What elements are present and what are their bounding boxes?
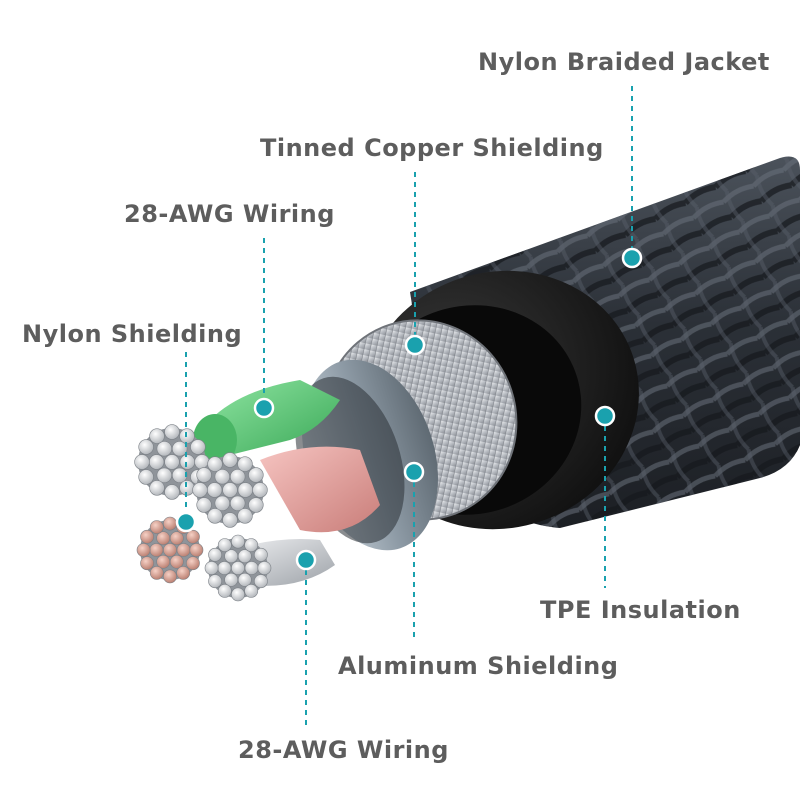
strand-bundle-middle bbox=[192, 452, 268, 528]
callout-dots bbox=[175, 247, 643, 571]
strand-bundle-bottom bbox=[204, 534, 272, 602]
label-28awg-wiring-bottom: 28-AWG Wiring bbox=[238, 736, 449, 764]
callout-dot-tinned-copper-shielding bbox=[404, 334, 426, 356]
label-28awg-wiring-top: 28-AWG Wiring bbox=[124, 200, 335, 228]
callout-lines bbox=[185, 86, 633, 728]
callout-dot-aluminum-shielding bbox=[403, 461, 425, 483]
label-nylon-braided-jacket: Nylon Braided Jacket bbox=[478, 48, 770, 76]
callout-dot-28awg-wiring-top bbox=[253, 397, 275, 419]
callout-dot-nylon-braided-jacket bbox=[621, 247, 643, 269]
label-aluminum-shielding: Aluminum Shielding bbox=[338, 652, 619, 680]
strand-bundle-top-left bbox=[134, 424, 210, 500]
callout-dot-nylon-shielding bbox=[175, 511, 197, 533]
label-nylon-shielding: Nylon Shielding bbox=[22, 320, 243, 348]
callout-dot-tpe-insulation bbox=[594, 405, 616, 427]
label-tpe-insulation: TPE Insulation bbox=[540, 596, 741, 624]
pink-wire-shape bbox=[260, 446, 380, 533]
callout-dot-28awg-wiring-bottom bbox=[295, 549, 317, 571]
wire-strand-bundles bbox=[134, 424, 272, 602]
label-tinned-copper-shielding: Tinned Copper Shielding bbox=[260, 134, 604, 162]
